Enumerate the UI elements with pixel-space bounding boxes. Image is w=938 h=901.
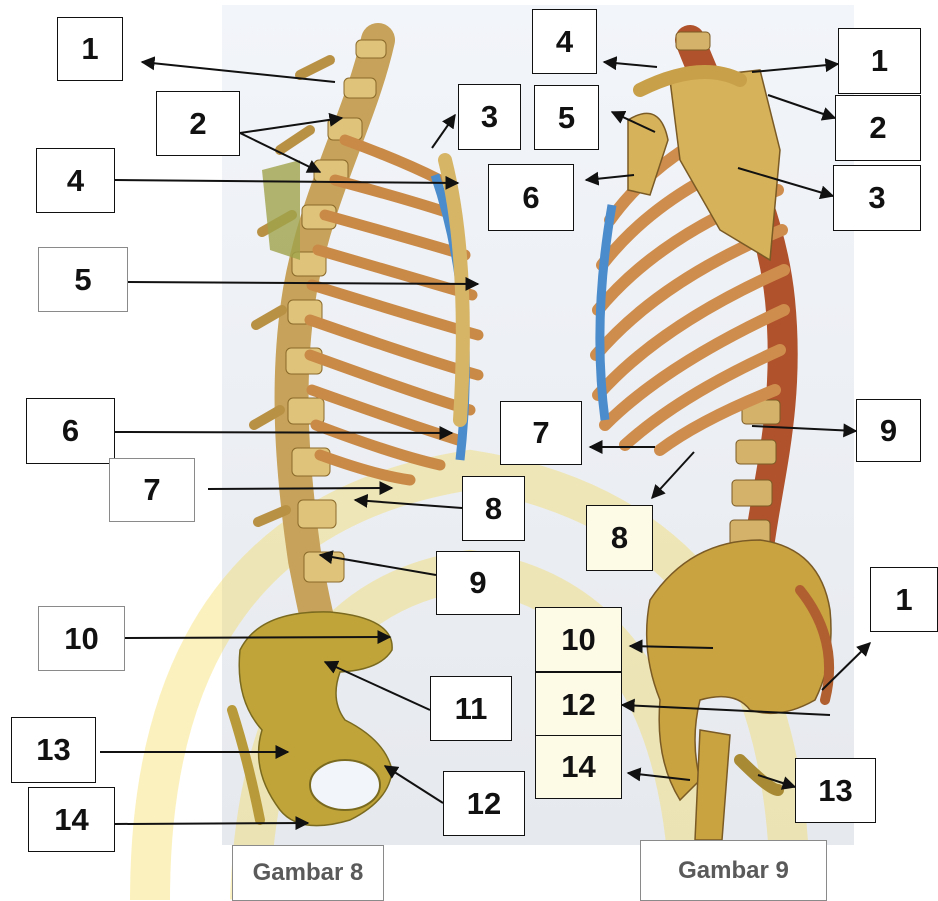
label-9-6: 6 <box>488 164 574 231</box>
label-8-11: 11 <box>430 676 512 741</box>
label-9-4: 4 <box>532 9 597 74</box>
label-8-6: 6 <box>26 398 115 464</box>
label-9-13: 13 <box>795 758 876 823</box>
label-9-10: 10 <box>535 607 622 672</box>
label-8-14: 14 <box>28 787 115 852</box>
label-8-10: 10 <box>38 606 125 671</box>
label-9-14: 14 <box>535 735 622 799</box>
arrow-8-14 <box>115 823 308 824</box>
label-8-7: 7 <box>109 458 195 522</box>
label-9-2: 2 <box>835 95 921 161</box>
label-8-9: 9 <box>436 551 520 615</box>
label-8-2: 2 <box>156 91 240 156</box>
label-9-8: 8 <box>586 505 653 571</box>
arrow-8-6 <box>115 432 452 433</box>
caption-gambar-8: Gambar 8 <box>232 845 384 901</box>
label-9-1: 1 <box>838 28 921 94</box>
arrow-8-7 <box>208 488 392 489</box>
label-8-4: 4 <box>36 148 115 213</box>
label-8-12: 12 <box>443 771 525 836</box>
label-9-12: 12 <box>535 672 622 737</box>
label-9-7: 7 <box>500 401 582 465</box>
label-9-5: 5 <box>534 85 599 150</box>
label-9-3: 3 <box>833 165 921 231</box>
label-9-1b: 1 <box>870 567 938 632</box>
arrow-8-10 <box>125 637 390 638</box>
label-9-9: 9 <box>856 399 921 462</box>
label-8-13: 13 <box>11 717 96 783</box>
label-8-8: 8 <box>462 476 525 541</box>
label-8-3: 3 <box>458 84 521 150</box>
caption-gambar-9: Gambar 9 <box>640 840 827 901</box>
label-8-5: 5 <box>38 247 128 312</box>
label-8-1: 1 <box>57 17 123 81</box>
